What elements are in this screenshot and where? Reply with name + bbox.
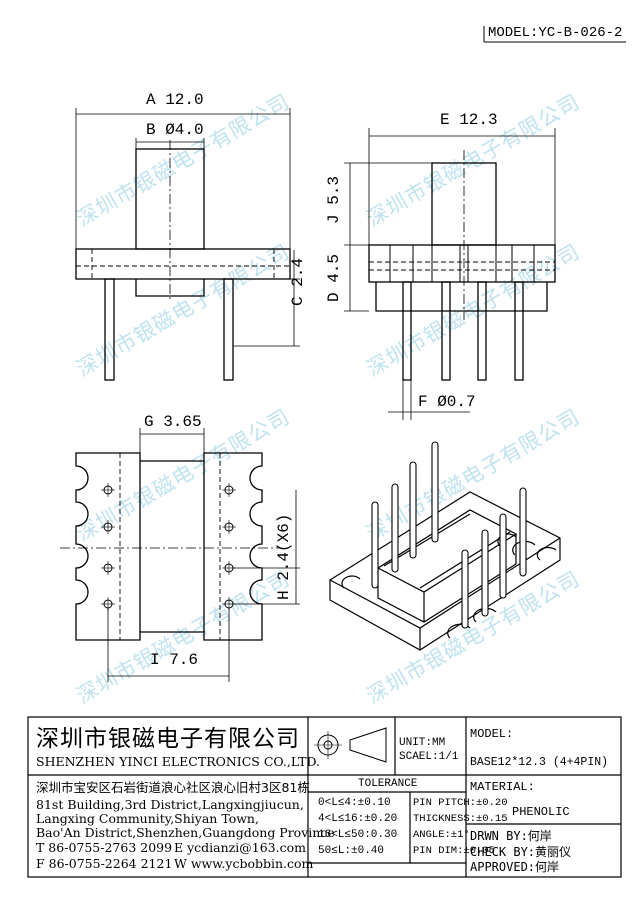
model-value: BASE12*12.3 (4+4PIN) (470, 756, 609, 769)
dim-g: G 3.65 (144, 413, 202, 431)
tolerance-left-2: 4<L≤16:±0.20 (318, 813, 398, 825)
tolerance-title: TOLERANCE (358, 778, 418, 790)
email: E ycdianzi@163.com (174, 840, 306, 855)
tolerance-right-2: THICKNESS:±0.15 (413, 813, 508, 825)
side-view-dims (344, 128, 556, 420)
dim-c: C 2.4 (289, 257, 307, 306)
dim-d: D 4.5 (325, 253, 343, 302)
tolerance-right-3: ANGLE:±1° (413, 829, 470, 841)
bottom-view-dims (107, 428, 300, 682)
dim-i: I 7.6 (150, 651, 199, 669)
address-cn: 深圳市宝安区石岩街道浪心社区浪心旧村3区81栋 (36, 780, 310, 795)
tolerance-left-4: 50≤L:±0.40 (318, 845, 385, 857)
company-name-cn: 深圳市银磁电子有限公司 (36, 726, 300, 752)
address-en-1: 81st Building,3rd District,Langxingjiucu… (36, 797, 304, 812)
unit: UNIT:MM (399, 737, 446, 749)
scale: SCAEL:1/1 (399, 751, 459, 763)
isometric-view (329, 491, 561, 651)
dim-f: F Ø0.7 (418, 393, 476, 411)
dim-b: B Ø4.0 (146, 121, 204, 139)
tolerance-left-1: 0<L≤4:±0.10 (318, 797, 391, 809)
fax: F 86-0755-2264 2121 (36, 856, 173, 871)
dim-e: E 12.3 (440, 111, 498, 129)
tel: T 86-0755-2763 2099 (36, 840, 173, 855)
dim-h: H 2.4(X6) (275, 513, 293, 600)
front-view-dims (75, 108, 300, 347)
tolerance-left-3: 16<L≤50:0.30 (318, 829, 398, 841)
address-en-2: Langxing Community,Shiyan Town, (36, 811, 259, 826)
dim-j: J 5.3 (325, 175, 343, 224)
drawn-by: DRWN BY:何岸 (470, 829, 552, 843)
material-label: MATERIAL: (470, 780, 535, 794)
bottom-view (60, 452, 280, 641)
tolerance-right-1: PIN PITCH:±0.20 (413, 797, 508, 809)
company-name-en: SHENZHEN YINCI ELECTRONICS CO.,LTD. (36, 754, 321, 769)
model-header: MODEL:YC-B-026-2 (488, 25, 623, 41)
dim-a: A 12.0 (146, 91, 204, 109)
title-block (27, 716, 622, 878)
approved-by: APPROVED:何岸 (470, 860, 560, 874)
front-view (75, 140, 291, 381)
side-view (368, 150, 556, 381)
tolerance-right-4: PIN DIM:±0.05 (413, 845, 495, 857)
material-value: PHENOLIC (512, 805, 570, 819)
isometric-pins (371, 441, 527, 629)
address-en-3: Bao'An District,Shenzhen,Guangdong Provi… (36, 825, 335, 840)
check-by: CHECK BY:黄丽仪 (470, 845, 572, 859)
model-label: MODEL: (470, 727, 514, 741)
website: W www.ycbobbin.com (174, 856, 314, 871)
